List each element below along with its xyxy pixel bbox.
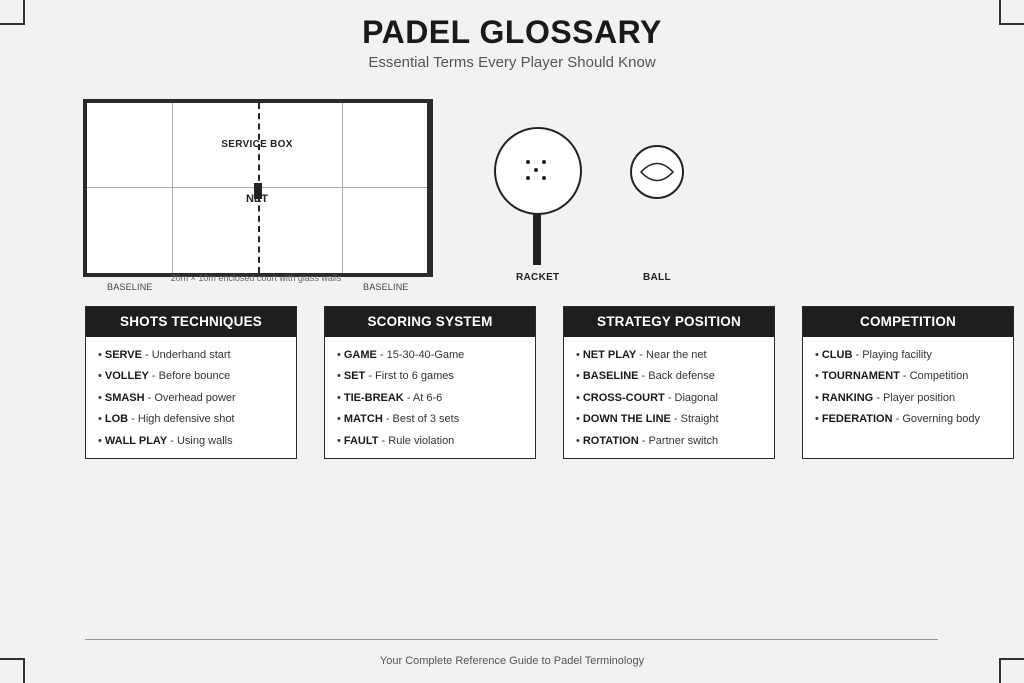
corner-mark-bottom-left [0, 658, 25, 683]
term: LOB [104, 413, 129, 426]
ball-seam [639, 162, 675, 182]
corner-mark-top-right [999, 0, 1024, 25]
term: CLUB [821, 349, 853, 361]
court-diagram: SERVICE BOX NET [83, 99, 433, 277]
definition: Best of 3 sets [392, 413, 460, 426]
term: TOURNAMENT [821, 370, 900, 383]
term: GAME [343, 349, 377, 361]
term: TIE-BREAK [343, 391, 404, 404]
footer-text: Your Complete Reference Guide to Padel T… [379, 655, 645, 667]
glossary-card-shots: SHOTS TECHNIQUES •SERVE - Underhand star… [85, 306, 297, 459]
racket-label: RACKET [516, 272, 560, 283]
corner-mark-bottom-right [999, 658, 1024, 683]
definition: Using walls [176, 434, 233, 447]
term: VOLLEY [104, 370, 149, 383]
definition: Player position [882, 391, 956, 404]
glossary-item: •SET - First to 6 games [337, 370, 454, 383]
glossary-item: •RANKING - Player position [815, 391, 956, 404]
racket-hole [542, 160, 546, 164]
court-service-line-left [172, 103, 173, 273]
racket-handle [533, 213, 541, 265]
term: RANKING [821, 391, 874, 404]
card-title: STRATEGY POSITION [564, 307, 774, 337]
term: CROSS-COURT [582, 391, 665, 404]
term: MATCH [343, 413, 383, 426]
glossary-item: •MATCH - Best of 3 sets [337, 413, 460, 426]
footer-divider [85, 639, 938, 640]
definition: Near the net [646, 349, 707, 361]
baseline-label-right: BASELINE [363, 282, 409, 292]
definition: Competition [909, 370, 969, 383]
card-title: COMPETITION [803, 307, 1013, 337]
definition: Diagonal [674, 391, 718, 404]
term: NET PLAY [582, 349, 637, 361]
glossary-item: •FEDERATION - Governing body [815, 413, 980, 426]
court-service-line-right [342, 103, 343, 273]
term: SERVE [104, 349, 142, 361]
racket-hole [542, 176, 546, 180]
definition: Straight [680, 413, 719, 426]
glossary-item: •CLUB - Playing facility [815, 349, 932, 361]
definition: Underhand start [151, 349, 231, 361]
card-title: SCORING SYSTEM [325, 307, 535, 337]
definition: Partner switch [648, 434, 719, 447]
definition: At 6-6 [412, 391, 443, 404]
definition: Rule violation [388, 434, 455, 447]
term: SET [343, 370, 366, 383]
definition: Overhead power [154, 391, 236, 404]
term: WALL PLAY [104, 434, 168, 447]
card-title: SHOTS TECHNIQUES [86, 307, 296, 337]
court-caption: 20m × 10m enclosed court with glass wall… [170, 273, 342, 283]
glossary-item: •SMASH - Overhead power [98, 391, 236, 404]
glossary-card-strategy: STRATEGY POSITION •NET PLAY - Near the n… [563, 306, 775, 459]
definition: Before bounce [158, 370, 231, 383]
glossary-item: •NET PLAY - Near the net [576, 349, 707, 361]
baseline-label-left: BASELINE [107, 282, 153, 292]
racket-hole [534, 168, 538, 172]
glossary-item: •FAULT - Rule violation [337, 434, 455, 447]
term: DOWN THE LINE [582, 413, 671, 426]
page-subtitle: Essential Terms Every Player Should Know [368, 54, 656, 71]
definition: Governing body [902, 413, 980, 426]
definition: Back defense [648, 370, 715, 383]
term: FEDERATION [821, 413, 893, 426]
glossary-item: •CROSS-COURT - Diagonal [576, 391, 718, 404]
racket-hole [526, 176, 530, 180]
definition: 15-30-40-Game [386, 349, 465, 361]
term: SMASH [104, 391, 145, 404]
glossary-card-competition: COMPETITION •CLUB - Playing facility •TO… [802, 306, 1014, 459]
corner-mark-top-left [0, 0, 25, 25]
ball-label: BALL [643, 272, 671, 283]
term: FAULT [343, 434, 379, 447]
glossary-item: •WALL PLAY - Using walls [98, 434, 233, 447]
glossary-item: •DOWN THE LINE - Straight [576, 413, 719, 426]
definition: Playing facility [862, 349, 932, 361]
term: BASELINE [582, 370, 639, 383]
definition: High defensive shot [137, 413, 235, 426]
glossary-item: •VOLLEY - Before bounce [98, 370, 231, 383]
net-post-icon [254, 183, 262, 199]
glossary-item: •SERVE - Underhand start [98, 349, 231, 361]
glossary-item: •LOB - High defensive shot [98, 413, 235, 426]
term: ROTATION [582, 434, 639, 447]
definition: First to 6 games [375, 370, 454, 383]
racket-icon [494, 127, 582, 215]
service-box-label: SERVICE BOX [221, 139, 293, 150]
ball-icon [630, 145, 684, 199]
glossary-item: •TOURNAMENT - Competition [815, 370, 969, 383]
glossary-item: •ROTATION - Partner switch [576, 434, 719, 447]
net-label: NET [246, 193, 268, 205]
page-title: PADEL GLOSSARY [362, 14, 662, 50]
glossary-item: •GAME - 15-30-40-Game [337, 349, 465, 361]
racket-hole [526, 160, 530, 164]
glossary-card-scoring: SCORING SYSTEM •GAME - 15-30-40-Game •SE… [324, 306, 536, 459]
glossary-item: •TIE-BREAK - At 6-6 [337, 391, 443, 404]
glossary-item: •BASELINE - Back defense [576, 370, 715, 383]
